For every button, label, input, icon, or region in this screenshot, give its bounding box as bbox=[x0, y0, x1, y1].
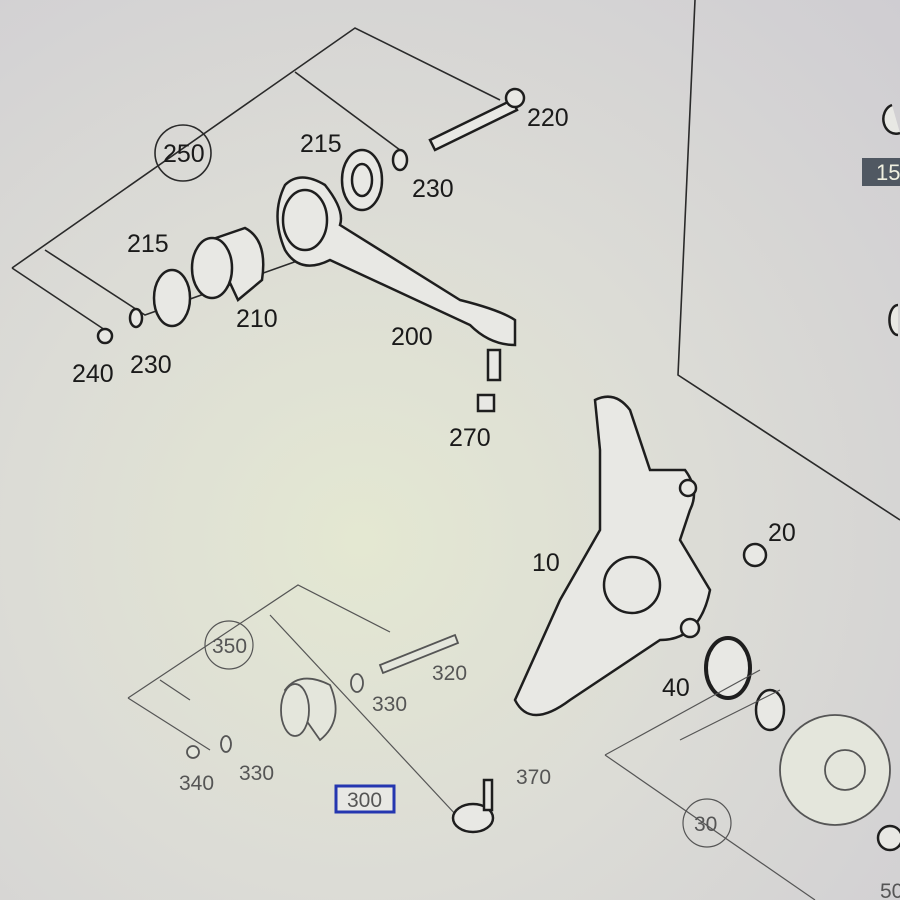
lower-arm-bushing bbox=[280, 677, 337, 742]
washer-230-lower bbox=[128, 307, 144, 329]
bushing-215-lower bbox=[152, 268, 192, 328]
bolt-320 bbox=[378, 633, 460, 675]
steering-knuckle-10 bbox=[513, 395, 712, 717]
part-label-10[interactable]: 10 bbox=[532, 549, 560, 577]
highlighted-part-box[interactable] bbox=[334, 784, 396, 814]
seal-40 bbox=[704, 636, 752, 700]
bearing bbox=[754, 688, 786, 732]
part-label-320[interactable]: 320 bbox=[432, 662, 467, 685]
part-label-220[interactable]: 220 bbox=[527, 104, 569, 132]
part-label-330[interactable]: 330 bbox=[372, 693, 407, 716]
side-panel-badge[interactable] bbox=[862, 158, 900, 186]
bolt-220 bbox=[428, 87, 526, 152]
bolt-50 bbox=[876, 824, 900, 852]
bushing-215-upper-inner bbox=[350, 162, 374, 198]
washer-20 bbox=[742, 542, 768, 568]
part-label-340[interactable]: 340 bbox=[179, 772, 214, 795]
side-part-icon bbox=[882, 103, 900, 135]
part-label-15[interactable]: 15 bbox=[876, 160, 900, 185]
assembly-30-circle bbox=[682, 798, 732, 848]
nut-270 bbox=[476, 393, 496, 413]
assembly-250-circle bbox=[154, 124, 212, 182]
part-label-330[interactable]: 330 bbox=[239, 762, 274, 785]
part-label-350[interactable]: 350 bbox=[212, 635, 247, 658]
part-label-30[interactable]: 30 bbox=[694, 813, 717, 836]
hub-center bbox=[824, 749, 866, 791]
hub-lines bbox=[604, 669, 816, 900]
washer-330 bbox=[350, 673, 364, 693]
part-label-40[interactable]: 40 bbox=[662, 674, 690, 702]
part-label-200[interactable]: 200 bbox=[391, 323, 433, 351]
washer-230-upper bbox=[391, 148, 409, 172]
part-label-50[interactable]: 50 bbox=[880, 880, 900, 900]
part-label-250[interactable]: 250 bbox=[163, 140, 205, 168]
part-label-370[interactable]: 370 bbox=[516, 766, 551, 789]
nut-340 bbox=[186, 745, 200, 759]
part-label-20[interactable]: 20 bbox=[768, 519, 796, 547]
side-panel-frame bbox=[677, 0, 900, 521]
lower-group-lines bbox=[127, 584, 471, 831]
assembly-350-circle bbox=[204, 620, 254, 670]
side-part-icon bbox=[888, 303, 899, 337]
part-label-270[interactable]: 270 bbox=[449, 424, 491, 452]
part-label-230[interactable]: 230 bbox=[412, 175, 454, 203]
part-label-240[interactable]: 240 bbox=[72, 360, 114, 388]
part-label-215[interactable]: 215 bbox=[127, 230, 169, 258]
part-label-210[interactable]: 210 bbox=[236, 305, 278, 333]
part-label-230[interactable]: 230 bbox=[130, 351, 172, 379]
ball-joint bbox=[451, 778, 495, 834]
part-label-300[interactable]: 300 bbox=[347, 789, 382, 812]
bushing-210 bbox=[190, 226, 265, 302]
part-label-215[interactable]: 215 bbox=[300, 130, 342, 158]
washer-330 bbox=[220, 735, 232, 753]
nut-240 bbox=[96, 327, 114, 345]
control-arm-200 bbox=[276, 176, 517, 382]
